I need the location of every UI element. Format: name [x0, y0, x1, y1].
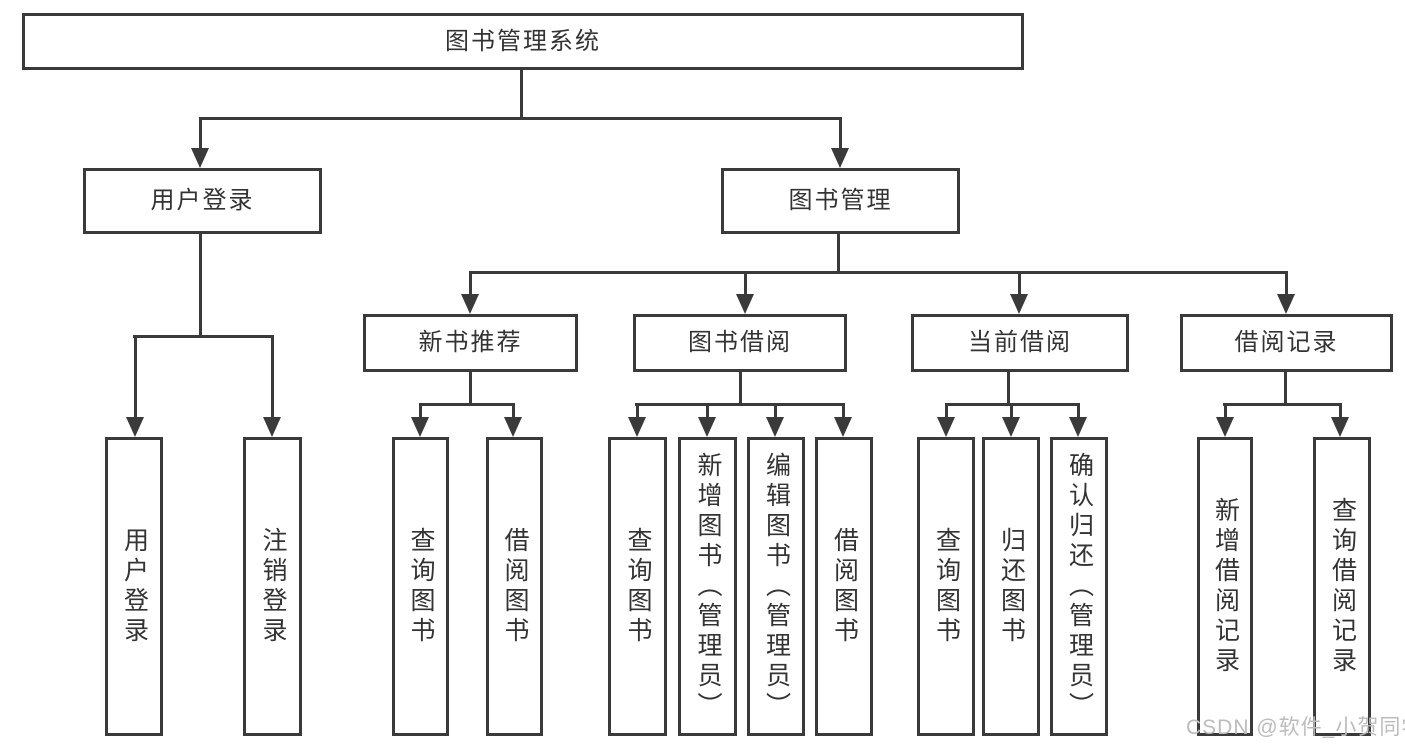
arrowhead-cb-return [1002, 417, 1020, 437]
leaf-logout-label: 注销登录 [259, 526, 287, 647]
leaf-br-query-record-label: 查询借阅记录 [1328, 496, 1357, 677]
connector-book-mgmt-stem [837, 232, 840, 274]
node-book-mgmt-label: 图书管理 [788, 187, 893, 214]
connector-drop-new-book-rec [469, 271, 472, 294]
connector-drop-bb-query [636, 403, 639, 417]
connector-drop-br-add [1224, 403, 1227, 417]
arrowhead-login-leaf [126, 417, 144, 437]
arrowhead-br-query [1331, 417, 1349, 437]
node-user-login: 用户登录 [83, 168, 322, 234]
connector-level3-horizontal [469, 271, 1288, 274]
leaf-rec-borrow-books-label: 借阅图书 [501, 526, 529, 647]
leaf-br-add-record-label: 新增借阅记录 [1211, 496, 1240, 677]
connector-drop-bb-add [706, 403, 709, 417]
csdn-watermark: CSDN @软件_小贺同学 [1186, 716, 1405, 739]
node-root-label: 图书管理系统 [445, 27, 601, 55]
connector-drop-login-leaf [134, 335, 137, 417]
connector-drop-book-mgmt [839, 117, 842, 148]
node-current-borrow: 当前借阅 [911, 314, 1129, 372]
arrowhead-logout-leaf [263, 417, 281, 437]
connector-book-borrow-horizontal [635, 403, 845, 406]
connector-borrow-records-horizontal [1223, 403, 1342, 406]
arrowhead-current-borrow [1010, 294, 1028, 314]
connector-drop-user-login [199, 117, 202, 148]
node-current-borrow-label: 当前借阅 [968, 329, 1072, 356]
arrowhead-bb-borrow [834, 417, 852, 437]
arrowhead-bb-edit [766, 417, 784, 437]
connector-drop-book-borrow [744, 271, 747, 294]
node-root-library-system: 图书管理系统 [22, 13, 1024, 70]
connector-drop-current-borrow [1018, 271, 1021, 294]
leaf-cb-query-books-label: 查询图书 [932, 526, 961, 647]
connector-drop-cb-query [945, 403, 948, 417]
connector-user-login-stem [199, 232, 202, 338]
connector-drop-logout-leaf [271, 335, 274, 417]
leaf-bb-add-books: 新增图书（管理员） [678, 437, 737, 736]
arrowhead-user-login [191, 148, 209, 168]
arrowhead-book-borrow [736, 294, 754, 314]
connector-level1-horizontal [199, 117, 842, 120]
arrowhead-rec-borrow [504, 417, 522, 437]
connector-drop-bb-edit [774, 403, 777, 417]
leaf-bb-add-books-label: 新增图书（管理员） [694, 451, 722, 722]
connector-root-stem [520, 68, 523, 120]
connector-drop-bb-borrow [842, 403, 845, 417]
leaf-rec-query-books: 查询图书 [392, 437, 449, 736]
arrowhead-rec-query [411, 417, 429, 437]
connector-drop-cb-return [1010, 403, 1013, 417]
arrowhead-borrow-records [1277, 294, 1295, 314]
node-borrow-records: 借阅记录 [1180, 314, 1393, 372]
node-book-borrow-label: 图书借阅 [688, 329, 792, 356]
leaf-user-login-label: 用户登录 [120, 526, 149, 647]
connector-new-book-rec-horizontal [419, 403, 515, 406]
leaf-cb-confirm-return-label: 确认归还（管理员） [1065, 451, 1094, 722]
leaf-bb-borrow-books-label: 借阅图书 [830, 526, 859, 647]
leaf-logout: 注销登录 [243, 437, 302, 736]
leaf-bb-edit-books: 编辑图书（管理员） [747, 437, 805, 736]
leaf-br-add-record: 新增借阅记录 [1197, 437, 1253, 736]
arrowhead-br-add [1216, 417, 1234, 437]
node-new-book-rec-label: 新书推荐 [418, 329, 523, 356]
leaf-bb-query-books: 查询图书 [608, 437, 667, 736]
leaf-bb-edit-books-label: 编辑图书（管理员） [762, 451, 791, 722]
connector-borrow-records-stem [1284, 370, 1287, 406]
leaf-rec-query-books-label: 查询图书 [407, 526, 435, 647]
connector-new-book-rec-stem [469, 370, 472, 406]
leaf-bb-borrow-books: 借阅图书 [815, 437, 873, 736]
arrowhead-book-mgmt [831, 148, 849, 168]
connector-drop-rec-borrow [512, 403, 515, 417]
node-book-mgmt: 图书管理 [721, 168, 960, 234]
leaf-user-login: 用户登录 [105, 437, 163, 736]
connector-book-borrow-stem [739, 370, 742, 406]
connector-drop-rec-query [419, 403, 422, 417]
arrowhead-cb-confirm [1069, 417, 1087, 437]
leaf-bb-query-books-label: 查询图书 [624, 526, 652, 647]
arrowhead-bb-query [628, 417, 646, 437]
node-book-borrow: 图书借阅 [633, 314, 847, 372]
leaf-br-query-record: 查询借阅记录 [1313, 437, 1371, 736]
connector-user-login-horizontal [133, 335, 274, 338]
connector-current-borrow-stem [1007, 370, 1010, 406]
connector-drop-br-query [1339, 403, 1342, 417]
arrowhead-bb-add [698, 417, 716, 437]
leaf-rec-borrow-books: 借阅图书 [486, 437, 543, 736]
leaf-cb-confirm-return: 确认归还（管理员） [1050, 437, 1108, 736]
arrowhead-cb-query [937, 417, 955, 437]
node-user-login-label: 用户登录 [150, 187, 255, 214]
connector-drop-cb-confirm [1077, 403, 1080, 417]
node-borrow-records-label: 借阅记录 [1234, 329, 1339, 356]
arrowhead-new-book-rec [461, 294, 479, 314]
leaf-cb-return-books: 归还图书 [982, 437, 1040, 736]
leaf-cb-query-books: 查询图书 [917, 437, 975, 736]
connector-drop-borrow-records [1285, 271, 1288, 294]
leaf-cb-return-books-label: 归还图书 [997, 526, 1026, 647]
node-new-book-rec: 新书推荐 [363, 314, 578, 372]
